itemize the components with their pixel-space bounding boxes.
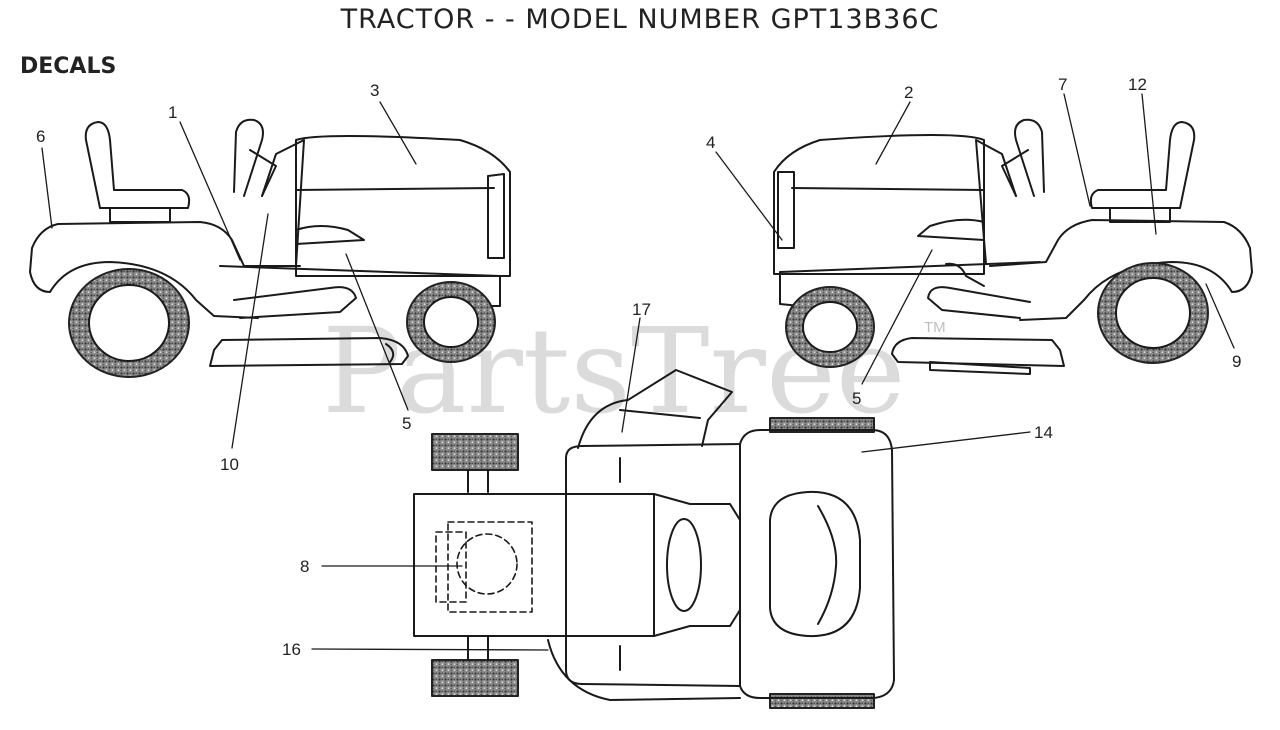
- callout-14: 14: [1034, 423, 1053, 442]
- callout-6: 6: [36, 127, 45, 146]
- left-hood: [295, 135, 511, 277]
- callout-10: 10: [220, 455, 239, 474]
- top-deck-body: [565, 429, 895, 699]
- callout-17: 17: [632, 300, 651, 319]
- callout-labels: 6 1 3 10 5 4 2 7 12 9 5 17 14 8 16: [36, 75, 1241, 659]
- top-hood-decal-outline: [447, 521, 533, 613]
- left-seat: [84, 121, 191, 209]
- callout-16: 16: [282, 640, 301, 659]
- callout-4: 4: [706, 133, 715, 152]
- left-rear-fender: [29, 221, 301, 273]
- right-mower-deck: [891, 337, 1065, 367]
- callout-8: 8: [300, 557, 309, 576]
- right-rear-fender: [989, 219, 1253, 273]
- callout-7: 7: [1058, 75, 1067, 94]
- right-seat: [1089, 121, 1196, 209]
- left-side-tractor: [29, 118, 511, 378]
- leader-lines: [41, 93, 1235, 651]
- callout-2: 2: [904, 83, 913, 102]
- right-side-tractor: [773, 118, 1253, 375]
- top-seat: [769, 490, 861, 638]
- watermark-tm: TM: [924, 319, 946, 336]
- callout-5-left: 5: [402, 414, 411, 433]
- diagram-title: TRACTOR - - MODEL NUMBER GPT13B36C: [340, 4, 940, 35]
- top-rear-wheel-upper: [431, 433, 519, 471]
- top-view-tractor: [413, 369, 895, 709]
- callout-5-right: 5: [852, 389, 861, 408]
- callout-3: 3: [370, 81, 379, 100]
- callout-9: 9: [1232, 352, 1241, 371]
- top-discharge-chute: [577, 369, 733, 449]
- top-hood: [413, 493, 655, 637]
- callout-1: 1: [168, 103, 177, 122]
- top-rear-wheel-lower: [431, 659, 519, 697]
- section-label: DECALS: [20, 54, 117, 79]
- right-hood: [773, 134, 985, 275]
- callout-12: 12: [1128, 75, 1147, 94]
